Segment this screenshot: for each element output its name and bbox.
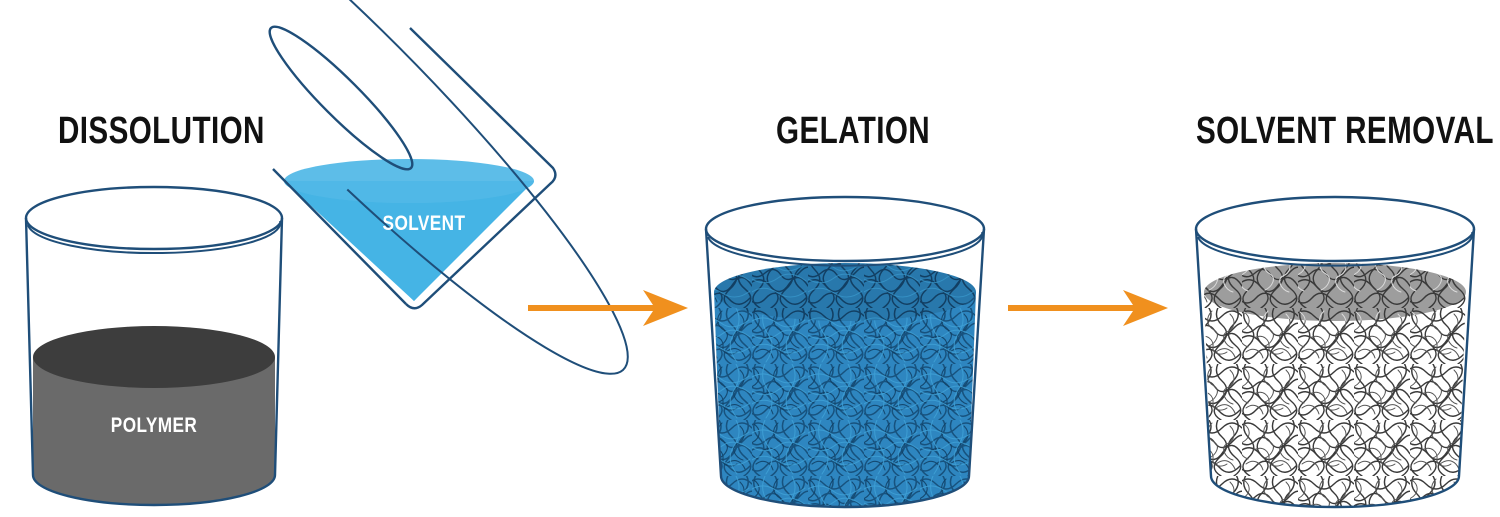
polymer-body xyxy=(33,357,275,505)
arrow-head xyxy=(643,290,688,326)
aerogel-body xyxy=(1204,292,1466,507)
aerogel-surface xyxy=(1204,263,1466,321)
beaker-aerogel xyxy=(1194,195,1476,509)
beaker-polymer: POLYMER xyxy=(24,185,284,507)
polymer-surface xyxy=(33,326,275,388)
gel-surface xyxy=(714,263,976,321)
beaker-rim-outer xyxy=(24,185,284,251)
beaker-gel xyxy=(704,195,986,509)
beaker-rim-inner xyxy=(707,231,984,267)
beaker-rim-outer xyxy=(1194,195,1476,263)
solvent-surface-shadow xyxy=(284,181,534,203)
beaker-glass-wall xyxy=(1194,228,1476,509)
gel-content xyxy=(714,263,976,507)
beaker-rim-inner xyxy=(1197,231,1474,267)
arrow-right-icon-2 xyxy=(1008,290,1168,326)
arrow-shaft xyxy=(528,305,658,311)
stage-title-solvent-removal: SOLVENT REMOVAL xyxy=(1196,110,1494,152)
stage-title-gelation: GELATION xyxy=(776,110,931,152)
beaker-rim-inner xyxy=(27,220,282,255)
aerogel-content xyxy=(1204,263,1466,507)
arrow-right-icon-1 xyxy=(528,290,688,326)
stage-title-dissolution: DISSOLUTION xyxy=(58,110,265,152)
arrow-head xyxy=(1123,290,1168,326)
beaker-rim-outer xyxy=(704,195,986,263)
beaker-glass-wall xyxy=(24,217,284,507)
gel-body xyxy=(714,292,976,507)
solvent-label: SOLVENT xyxy=(383,213,466,236)
polymer-label: POLYMER xyxy=(111,415,197,438)
solvent-liquid-group xyxy=(284,159,534,301)
beaker-tilted-glass xyxy=(268,0,629,375)
beaker-solvent-tilted: SOLVENT xyxy=(268,0,629,375)
beaker-glass-wall xyxy=(704,228,986,509)
solvent-liquid-tip xyxy=(372,256,456,301)
arrow-shaft xyxy=(1008,305,1138,311)
solvent-liquid xyxy=(284,181,534,301)
